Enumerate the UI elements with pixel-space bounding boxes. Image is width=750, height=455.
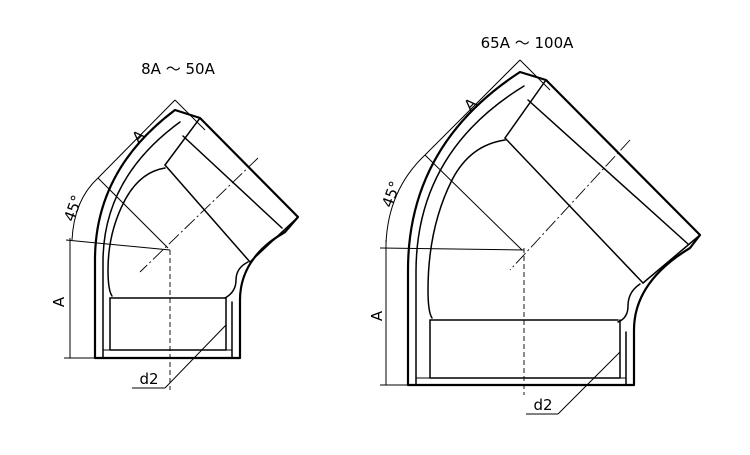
- small-elbow-body: [93, 108, 300, 360]
- small-centerline-diagonal: [139, 157, 259, 273]
- small-size-caption: 8A ～ 50A: [141, 60, 215, 78]
- small-dim-a-left-label: A: [50, 296, 68, 307]
- large-dim-a-left-label: A: [368, 310, 386, 321]
- large-dim-d2-label: d2: [533, 396, 552, 414]
- large-elbow-body: [406, 70, 702, 387]
- large-dim-angle-label: 45°: [378, 179, 404, 210]
- small-dim-angle: 45°: [60, 177, 99, 241]
- large-size-caption: 65A ～ 100A: [481, 34, 575, 52]
- small-dim-a-left: A: [50, 238, 171, 359]
- large-dim-a-top: A: [424, 59, 551, 251]
- large-dim-d2: d2: [526, 351, 621, 415]
- small-dim-d2-label: d2: [139, 370, 158, 388]
- small-dim-d2: d2: [132, 324, 227, 389]
- large-dim-a-left: A: [368, 240, 525, 386]
- elbow-large-figure: 65A ～ 100A A: [368, 34, 702, 415]
- elbow-small-figure: 8A ～ 50A A: [50, 60, 300, 390]
- large-centerline-diagonal: [509, 139, 631, 271]
- small-dim-a-top: A: [97, 99, 206, 249]
